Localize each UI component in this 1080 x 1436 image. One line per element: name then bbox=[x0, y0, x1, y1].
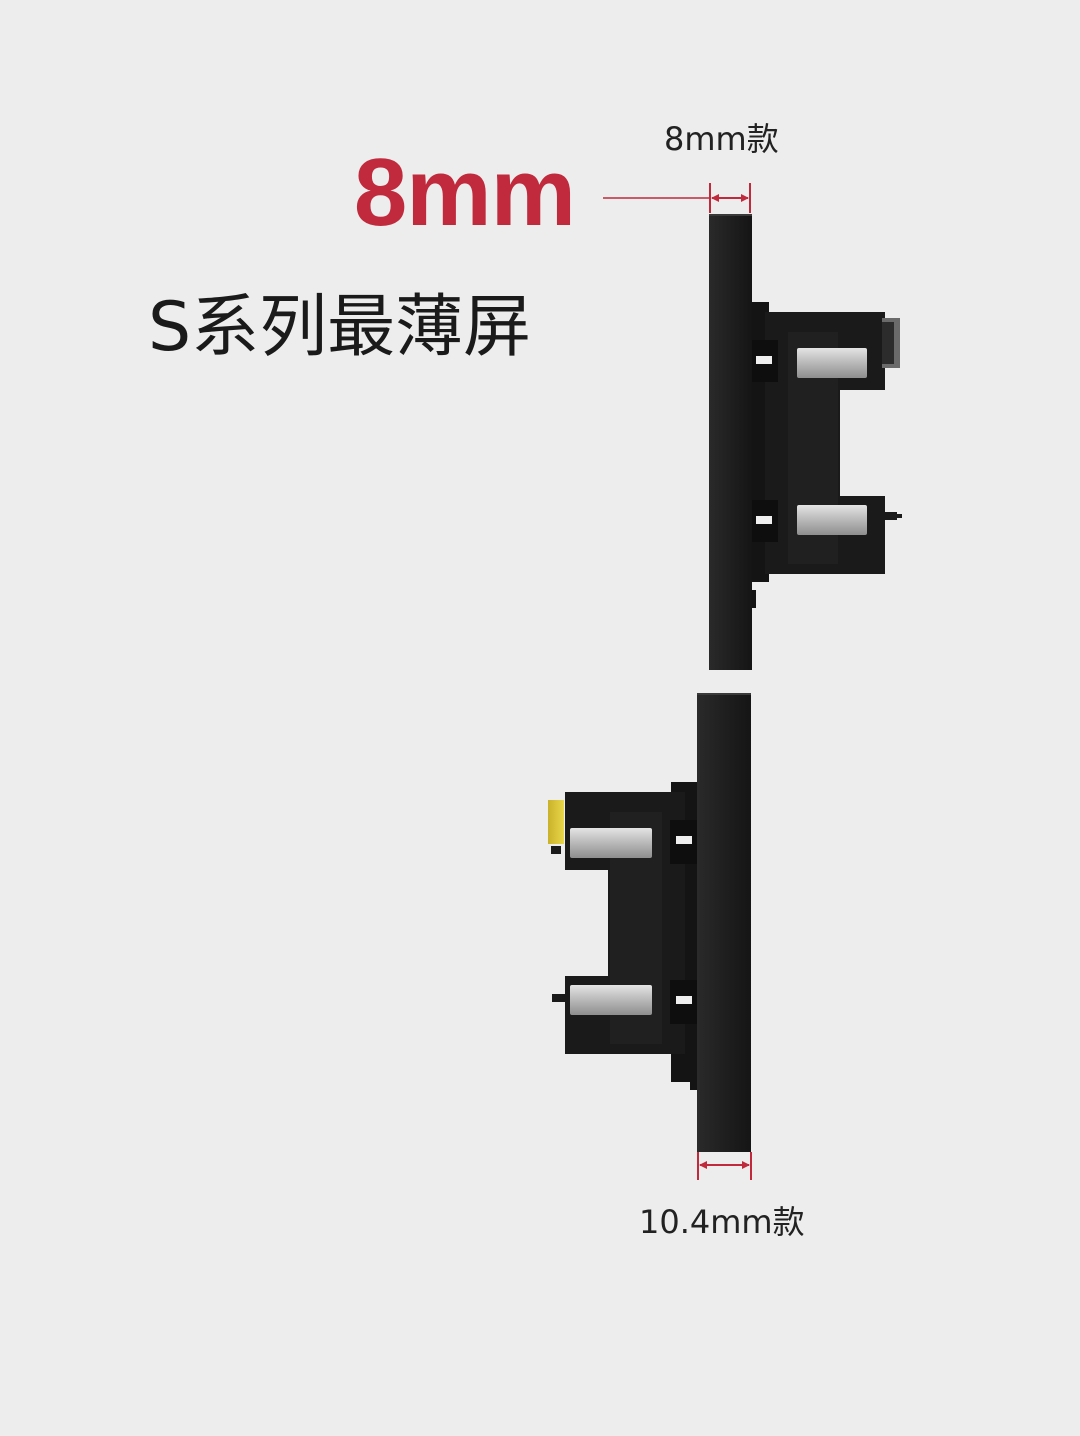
arrow-left-icon bbox=[711, 194, 719, 202]
headline-thickness: 8mm bbox=[353, 139, 576, 246]
switch-8mm-side-view bbox=[709, 214, 902, 670]
terminal-lower-icon bbox=[570, 985, 652, 1015]
terminal-upper-icon bbox=[797, 348, 867, 378]
rear-body-cutout bbox=[840, 390, 890, 496]
arrow-right-icon bbox=[742, 1161, 750, 1169]
front-panel bbox=[709, 214, 752, 670]
rear-body-cutout bbox=[560, 870, 608, 976]
terminal-upper-icon bbox=[570, 828, 652, 858]
bottom-thickness-label: 10.4mm款 bbox=[639, 1203, 805, 1241]
switch-10-4mm-side-view bbox=[548, 693, 751, 1152]
front-panel bbox=[697, 693, 751, 1152]
terminal-lower-icon bbox=[797, 505, 867, 535]
bottom-dimension-marker bbox=[697, 1152, 752, 1180]
subtitle-series: S系列最薄屏 bbox=[148, 288, 532, 367]
brass-screw-icon bbox=[548, 800, 564, 844]
top-thickness-label: 8mm款 bbox=[664, 120, 779, 158]
top-dimension-marker bbox=[603, 183, 751, 213]
arrow-left-icon bbox=[699, 1161, 707, 1169]
arrow-right-icon bbox=[741, 194, 749, 202]
